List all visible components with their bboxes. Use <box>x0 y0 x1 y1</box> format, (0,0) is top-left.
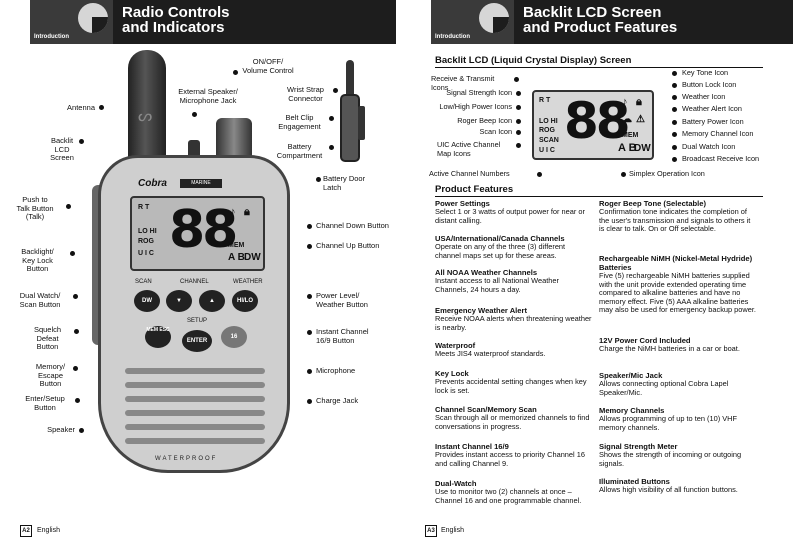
callout-belt-clip: Belt Clip Engagement <box>278 113 321 131</box>
callout-uic: UIC Active Channel Map Icons <box>437 140 501 158</box>
callout-dual-watch: Dual Watch Icon <box>682 142 736 151</box>
lock-icon: 🔒︎ <box>636 96 642 108</box>
lcd-diagram: R T LO HI ROG SCAN U I C 88 MEM A B DW ♪… <box>532 90 654 160</box>
feature-instant: Instant Channel 16/9 Provides instant ac… <box>435 442 585 468</box>
intro-tab-label: Introduction <box>34 34 69 40</box>
feature-nimh: Rechargeable NiMH (Nickel-Metal Hydride)… <box>599 254 756 315</box>
dw-button[interactable]: DW <box>134 290 160 312</box>
callout-ext-speaker: External Speaker/ Microphone Jack <box>178 87 238 105</box>
hilo-button[interactable]: HI/LO <box>232 290 258 312</box>
callout-backlit-lcd: Backlit LCD Screen <box>50 136 74 162</box>
feature-scan: Channel Scan/Memory Scan Scan through al… <box>435 405 590 431</box>
callout-backlight: Backlight/ Key Lock Button <box>21 247 54 273</box>
left-page: Introduction Radio Controls and Indicato… <box>0 0 396 551</box>
side-view-body <box>340 94 360 162</box>
radio-lcd: R T LO HI ROG U I C 88 MEM A B DW ♪ 🔒︎ <box>130 196 265 271</box>
warning-icon: ⚠ <box>636 114 645 125</box>
callout-scan: Scan Icon <box>479 127 512 136</box>
feature-waterproof: Waterproof Meets JIS4 waterproof standar… <box>435 341 546 358</box>
side-view-antenna <box>346 60 354 96</box>
waterproof-label: WATERPROOF <box>155 456 218 462</box>
language-label: English <box>441 527 464 534</box>
callout-charge-jack: Charge Jack <box>316 396 359 405</box>
callout-antenna: Antenna <box>67 103 95 112</box>
channel-down-button[interactable]: ▼ <box>166 290 192 312</box>
note-icon: ♪ <box>230 206 236 218</box>
callout-rx-tx: Receive & Transmit Icons <box>431 74 495 92</box>
callout-instant-channel: Instant Channel 16/9 Button <box>316 327 369 345</box>
page-title: Radio Controls and Indicators <box>122 4 230 36</box>
callout-battery-power: Battery Power Icon <box>682 117 744 126</box>
ch16-button[interactable]: 16 <box>221 326 247 348</box>
callout-key-tone: Key Tone Icon <box>682 68 729 77</box>
lock-icon: 🔒︎ <box>244 206 250 218</box>
brand-sub: MARINE <box>180 179 222 188</box>
callout-active-ch: Active Channel Numbers <box>429 169 510 178</box>
callout-roger: Roger Beep Icon <box>457 116 512 125</box>
callout-wrist-strap: Wrist Strap Connector <box>287 85 324 103</box>
callout-memory-channel: Memory Channel Icon <box>682 129 754 138</box>
callout-ch-down: Channel Down Button <box>316 221 389 230</box>
radio-antenna: ᔕ <box>128 50 166 165</box>
right-banner: Introduction Backlit LCD Screen and Prod… <box>431 0 793 44</box>
callout-battery-door: Battery Door Latch <box>323 174 366 192</box>
callout-enter-setup: Enter/Setup Button <box>25 394 65 412</box>
page-number: A2 <box>20 525 32 537</box>
feature-alert: Emergency Weather Alert Receive NOAA ale… <box>435 306 592 332</box>
callout-simplex: Simplex Operation Icon <box>629 169 705 178</box>
cobra-snake-icon: ᔕ <box>138 108 153 125</box>
left-banner: Introduction Radio Controls and Indicato… <box>30 0 396 44</box>
callout-power-level: Power Level/ Weather Button <box>316 291 368 309</box>
note-icon: ♪ <box>622 96 628 108</box>
feature-channels: USA/International/Canada Channels Operat… <box>435 234 566 260</box>
callout-ptt: Push to Talk Button (Talk) <box>16 195 54 221</box>
weather-icon: ☁ <box>622 114 632 125</box>
callout-button-lock: Button Lock Icon <box>682 80 737 89</box>
feature-roger: Roger Beep Tone (Selectable) Confirmatio… <box>599 199 751 234</box>
callout-on-off: ON/OFF/ Volume Control <box>242 57 294 75</box>
features-heading: Product Features <box>435 184 514 195</box>
callout-weather: Weather Icon <box>682 92 726 101</box>
section-logo-icon <box>78 3 108 33</box>
callout-weather-alert: Weather Alert Icon <box>682 104 742 113</box>
feature-power: Power Settings Select 1 or 3 watts of ou… <box>435 199 585 225</box>
feature-memory: Memory Channels Allows programming of up… <box>599 406 738 432</box>
feature-dualwatch: Dual-Watch Use to monitor two (2) channe… <box>435 479 582 505</box>
callout-squelch: Squelch Defeat Button <box>33 325 62 351</box>
intro-tab-label: Introduction <box>435 34 470 40</box>
callout-dual-watch: Dual Watch/ Scan Button <box>19 291 61 309</box>
callout-lowhigh: Low/High Power Icons <box>439 102 512 111</box>
feature-illuminated: Illuminated Buttons Allows high visibili… <box>599 477 738 494</box>
right-page: Introduction Backlit LCD Screen and Prod… <box>397 0 793 551</box>
side-view-clip <box>358 106 365 140</box>
callout-broadcast: Broadcast Receive Icon <box>682 154 760 163</box>
feature-speaker-mic: Speaker/Mic Jack Allows connecting optio… <box>599 371 729 397</box>
banner-tab: Introduction <box>30 0 113 44</box>
mem-esc-button[interactable]: MEM ESC <box>145 326 171 348</box>
callout-speaker: Speaker <box>47 425 75 434</box>
callout-memory-escape: Memory/ Escape Button <box>35 362 66 388</box>
feature-noaa: All NOAA Weather Channels Instant access… <box>435 268 559 294</box>
lcd-heading: Backlit LCD (Liquid Crystal Display) Scr… <box>435 55 632 66</box>
callout-signal: Signal Strength Icon <box>446 88 512 97</box>
language-label: English <box>37 527 60 534</box>
page-number: A3 <box>425 525 437 537</box>
callout-microphone: Microphone <box>316 366 356 375</box>
banner-tab: Introduction <box>431 0 514 44</box>
feature-signal: Signal Strength Meter Shows the strength… <box>599 442 742 468</box>
speaker-grille <box>125 368 265 374</box>
section-logo-icon <box>479 3 509 33</box>
callout-battery-compartment: Battery Compartment <box>276 142 323 160</box>
brand-logo: Cobra <box>138 178 167 189</box>
page-title: Backlit LCD Screen and Product Features <box>523 4 678 36</box>
feature-12v: 12V Power Cord Included Charge the NiMH … <box>599 336 740 353</box>
callout-ch-up: Channel Up Button <box>316 241 380 250</box>
enter-button[interactable]: ENTER <box>182 330 212 352</box>
channel-up-button[interactable]: ▲ <box>199 290 225 312</box>
feature-keylock: Key Lock Prevents accidental setting cha… <box>435 369 587 395</box>
